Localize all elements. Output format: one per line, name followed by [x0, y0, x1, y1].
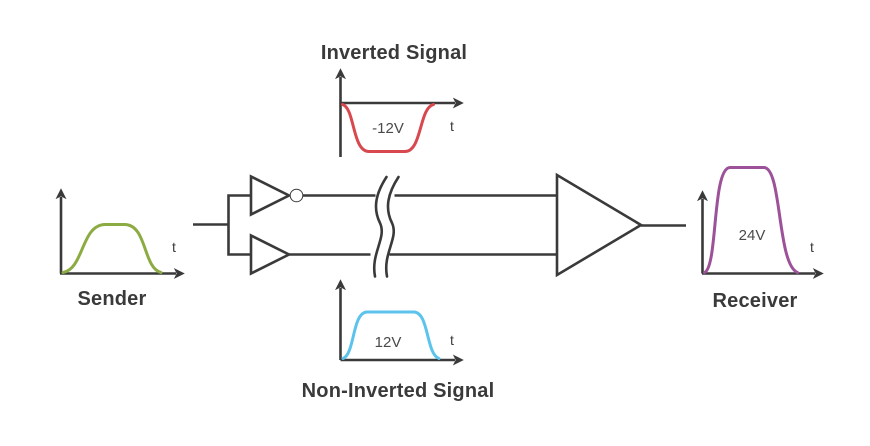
branch-wire — [227, 194, 251, 256]
receiver-title: Receiver — [713, 290, 798, 312]
non-inverted-signal-title: Non-Inverted Signal — [302, 380, 495, 402]
driver-stage — [193, 174, 304, 276]
inverted-time-label: t — [450, 118, 454, 134]
inverting-buffer-triangle — [249, 174, 292, 217]
non-inverted-waveform — [341, 310, 441, 360]
non-inverting-buffer-triangle — [249, 233, 292, 276]
receiver-triangle — [555, 172, 644, 278]
inverted-voltage-label: -12V — [372, 120, 404, 137]
non-inverted-voltage-label: 12V — [375, 334, 402, 351]
sender-graph — [55, 188, 185, 279]
inverted-waveform — [341, 103, 435, 153]
cable-break-curve-1 — [372, 175, 388, 278]
receiver-amplifier — [555, 172, 686, 278]
inversion-bubble-icon — [289, 188, 304, 203]
transmission-line — [289, 175, 559, 278]
cable-break-curve-2 — [384, 175, 400, 278]
sender-waveform — [61, 223, 163, 274]
receiver-waveform — [703, 166, 799, 274]
non-inverted-signal-graph — [335, 279, 464, 366]
receiver-voltage-label: 24V — [739, 227, 766, 244]
non-inverted-time-label: t — [450, 332, 454, 348]
receiver-time-label: t — [810, 239, 814, 255]
inverted-signal-title: Inverted Signal — [321, 42, 467, 64]
sender-time-label: t — [172, 239, 176, 255]
sender-title: Sender — [77, 288, 146, 310]
inverted-signal-graph — [335, 68, 464, 157]
